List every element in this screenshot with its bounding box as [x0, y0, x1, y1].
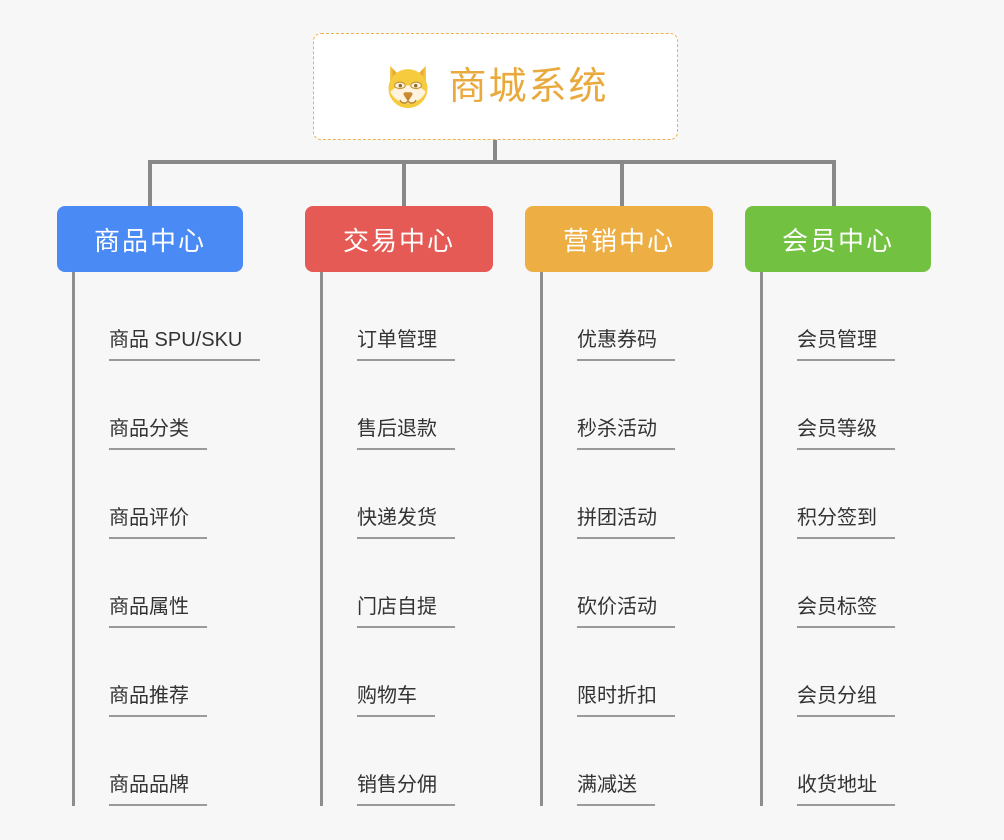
- leaf-item[interactable]: 秒杀活动: [543, 361, 750, 450]
- leaf-item[interactable]: 砍价活动: [543, 539, 750, 628]
- leaf-column-product-center: 商品 SPU/SKU 商品分类商品评价商品属性商品推荐商品品牌: [72, 272, 282, 806]
- leaf-item-label: 收货地址: [797, 775, 895, 806]
- leaf-item[interactable]: 商品属性: [75, 539, 282, 628]
- leaf-item-label: 商品分类: [109, 419, 207, 450]
- leaf-item[interactable]: 商品品牌: [75, 717, 282, 806]
- leaf-item-label: 商品推荐: [109, 686, 207, 717]
- leaf-item-label: 秒杀活动: [577, 419, 675, 450]
- leaf-item-label: 积分签到: [797, 508, 895, 539]
- category-header-marketing-center[interactable]: 营销中心: [525, 206, 713, 272]
- leaf-item[interactable]: 会员标签: [763, 539, 970, 628]
- connector-drop-trade-center: [402, 160, 406, 208]
- leaf-item-label: 商品属性: [109, 597, 207, 628]
- root-title: 商城系统: [448, 65, 609, 108]
- leaf-item[interactable]: 快递发货: [323, 450, 530, 539]
- leaf-item-label: 会员管理: [797, 330, 895, 361]
- leaf-column-member-center: 会员管理会员等级积分签到会员标签会员分组收货地址: [760, 272, 970, 806]
- leaf-item-label: 拼团活动: [577, 508, 675, 539]
- leaf-item[interactable]: 积分签到: [763, 450, 970, 539]
- leaf-column-marketing-center: 优惠券码秒杀活动拼团活动砍价活动限时折扣满减送: [540, 272, 750, 806]
- leaf-item[interactable]: 销售分佣: [323, 717, 530, 806]
- leaf-item[interactable]: 商品 SPU/SKU: [75, 272, 282, 361]
- leaf-item-label: 门店自提: [357, 597, 455, 628]
- leaf-item[interactable]: 订单管理: [323, 272, 530, 361]
- leaf-item-label: 商品品牌: [109, 775, 207, 806]
- leaf-item[interactable]: 收货地址: [763, 717, 970, 806]
- category-header-label: 营销中心: [562, 225, 675, 256]
- leaf-item-label: 快递发货: [357, 508, 455, 539]
- leaf-item-label: 购物车: [357, 686, 435, 717]
- leaf-item-label: 商品 SPU/SKU: [109, 330, 261, 361]
- leaf-item-label: 满减送: [577, 775, 655, 806]
- leaf-item[interactable]: 优惠券码: [543, 272, 750, 361]
- leaf-item-label: 会员标签: [797, 597, 895, 628]
- leaf-item-label: 砍价活动: [577, 597, 675, 628]
- category-header-label: 商品中心: [93, 225, 206, 256]
- connector-bus: [148, 160, 836, 164]
- category-header-label: 交易中心: [342, 225, 455, 256]
- category-header-label: 会员中心: [781, 225, 894, 256]
- shiba-dog-icon: [388, 65, 428, 110]
- category-header-trade-center[interactable]: 交易中心: [305, 206, 493, 272]
- leaf-item-label: 限时折扣: [577, 686, 675, 717]
- leaf-item[interactable]: 商品分类: [75, 361, 282, 450]
- leaf-item[interactable]: 售后退款: [323, 361, 530, 450]
- leaf-item[interactable]: 限时折扣: [543, 628, 750, 717]
- leaf-item[interactable]: 门店自提: [323, 539, 530, 628]
- leaf-item-label: 订单管理: [357, 330, 455, 361]
- leaf-item[interactable]: 满减送: [543, 717, 750, 806]
- connector-drop-product-center: [148, 160, 152, 208]
- leaf-item-label: 销售分佣: [357, 775, 455, 806]
- leaf-item-label: 会员等级: [797, 419, 895, 450]
- leaf-item[interactable]: 商品推荐: [75, 628, 282, 717]
- leaf-column-trade-center: 订单管理售后退款快递发货门店自提购物车销售分佣: [320, 272, 530, 806]
- root-node[interactable]: 商城系统: [313, 33, 678, 140]
- leaf-item[interactable]: 商品评价: [75, 450, 282, 539]
- leaf-item-label: 会员分组: [797, 686, 895, 717]
- leaf-item-label: 售后退款: [357, 419, 455, 450]
- category-header-product-center[interactable]: 商品中心: [57, 206, 243, 272]
- leaf-item[interactable]: 会员管理: [763, 272, 970, 361]
- category-header-member-center[interactable]: 会员中心: [745, 206, 931, 272]
- leaf-item[interactable]: 会员等级: [763, 361, 970, 450]
- leaf-item[interactable]: 拼团活动: [543, 450, 750, 539]
- leaf-item-label: 优惠券码: [577, 330, 675, 361]
- connector-root-stem: [493, 140, 497, 164]
- connector-drop-member-center: [832, 160, 836, 208]
- leaf-item-label: 商品评价: [109, 508, 207, 539]
- connector-drop-marketing-center: [620, 160, 624, 208]
- leaf-item[interactable]: 购物车: [323, 628, 530, 717]
- leaf-item[interactable]: 会员分组: [763, 628, 970, 717]
